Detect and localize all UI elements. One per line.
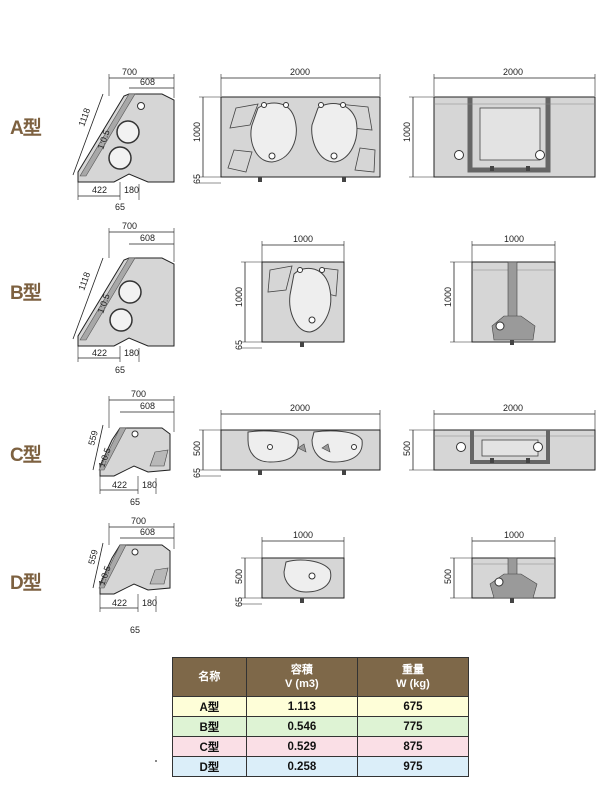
front-view-d: 1000 500 65 bbox=[234, 530, 345, 607]
table-row: D型 0.258 975 bbox=[172, 756, 470, 777]
side-view-c: 700 608 559 1:0.5 422 180 65 bbox=[86, 389, 175, 507]
lifting-hole-b1 bbox=[118, 280, 142, 304]
dim-b-1118: 1118 bbox=[76, 271, 92, 292]
cell-volume: 1.113 bbox=[245, 696, 358, 717]
dim-c-700: 700 bbox=[131, 389, 146, 399]
dim-b-front-65: 65 bbox=[234, 340, 244, 350]
front-view-c: 2000 500 65 bbox=[192, 403, 381, 478]
front-view-b: 1000 1000 65 bbox=[234, 234, 345, 350]
dim-d-back-w: 1000 bbox=[504, 530, 524, 540]
dim-c-back-w: 2000 bbox=[503, 403, 523, 413]
dim-a-front-65: 65 bbox=[192, 174, 202, 184]
dim-a-back-w: 2000 bbox=[503, 67, 523, 77]
header-name: 名称 bbox=[172, 657, 247, 697]
dim-a-422: 422 bbox=[92, 185, 107, 195]
dim-d-422: 422 bbox=[112, 598, 127, 608]
dim-c-back-h: 500 bbox=[402, 441, 412, 456]
row-label-d: D型 bbox=[10, 573, 42, 594]
back-view-b: 1000 1000 bbox=[443, 234, 556, 345]
dim-b-back-h: 1000 bbox=[443, 287, 453, 307]
row-label-a: A型 bbox=[10, 118, 42, 139]
dim-c-608: 608 bbox=[140, 401, 155, 411]
dim-b-front-w: 1000 bbox=[293, 234, 313, 244]
dim-a-700: 700 bbox=[122, 67, 137, 77]
table-row: C型 0.529 875 bbox=[172, 736, 470, 757]
cell-name: B型 bbox=[172, 716, 247, 737]
dim-b-front-h: 1000 bbox=[234, 287, 244, 307]
dim-b-700: 700 bbox=[122, 221, 137, 231]
back-view-d: 1000 500 bbox=[443, 530, 556, 603]
dim-c-422: 422 bbox=[112, 480, 127, 490]
cell-volume: 0.546 bbox=[245, 716, 358, 737]
side-view-d: 700 608 559 1:0.5 422 180 65 bbox=[86, 516, 175, 635]
dim-a-65: 65 bbox=[115, 202, 125, 212]
dim-b-608: 608 bbox=[140, 233, 155, 243]
dim-d-608: 608 bbox=[140, 527, 155, 537]
table-row: A型 1.113 675 bbox=[172, 696, 470, 717]
dim-c-559: 559 bbox=[86, 429, 100, 446]
dim-c-180: 180 bbox=[142, 480, 157, 490]
cell-name: D型 bbox=[172, 756, 247, 777]
dim-b-180: 180 bbox=[124, 348, 139, 358]
back-view-a: 2000 1000 bbox=[402, 67, 596, 178]
dim-c-65: 65 bbox=[130, 497, 140, 507]
cell-weight: 875 bbox=[356, 736, 470, 757]
dim-d-180: 180 bbox=[142, 598, 157, 608]
table-row: B型 0.546 775 bbox=[172, 716, 470, 737]
dim-d-front-w: 1000 bbox=[293, 530, 313, 540]
dim-a-front-w: 2000 bbox=[290, 67, 310, 77]
dim-d-559: 559 bbox=[86, 548, 100, 565]
dim-d-front-65: 65 bbox=[234, 597, 244, 607]
stray-dot bbox=[155, 760, 157, 762]
dim-d-front-h: 500 bbox=[234, 569, 244, 584]
dim-c-front-w: 2000 bbox=[290, 403, 310, 413]
row-label-c: C型 bbox=[10, 445, 42, 466]
dim-d-back-h: 500 bbox=[443, 569, 453, 584]
cell-weight: 775 bbox=[356, 716, 470, 737]
cell-name: C型 bbox=[172, 736, 247, 757]
dim-b-65: 65 bbox=[115, 365, 125, 375]
cell-volume: 0.258 bbox=[245, 756, 358, 777]
lifting-hole-b2 bbox=[109, 308, 133, 332]
back-view-c: 2000 500 bbox=[402, 403, 596, 471]
dim-a-180: 180 bbox=[124, 185, 139, 195]
dim-a-608: 608 bbox=[140, 77, 155, 87]
cell-weight: 675 bbox=[356, 696, 470, 717]
dim-d-65: 65 bbox=[130, 625, 140, 635]
side-view-b: 700 608 1118 1:0.5 422 180 65 bbox=[72, 221, 175, 375]
cell-volume: 0.529 bbox=[245, 736, 358, 757]
dim-c-front-h: 500 bbox=[192, 441, 202, 456]
dim-b-422: 422 bbox=[92, 348, 107, 358]
dim-a-1118: 1118 bbox=[76, 107, 92, 128]
lifting-hole-a1 bbox=[116, 120, 140, 144]
dim-d-700: 700 bbox=[131, 516, 146, 526]
cell-weight: 975 bbox=[356, 756, 470, 777]
row-label-b: B型 bbox=[10, 283, 42, 304]
dim-b-back-w: 1000 bbox=[504, 234, 524, 244]
dim-a-front-h: 1000 bbox=[192, 122, 202, 142]
front-view-a: 2000 1000 65 bbox=[192, 67, 381, 184]
lifting-hole-a2 bbox=[108, 146, 132, 170]
side-view-a: 700 608 1118 1:0.5 422 180 65 bbox=[72, 67, 175, 212]
dim-c-front-65: 65 bbox=[192, 468, 202, 478]
cell-name: A型 bbox=[172, 696, 247, 717]
dim-a-back-h: 1000 bbox=[402, 122, 412, 142]
